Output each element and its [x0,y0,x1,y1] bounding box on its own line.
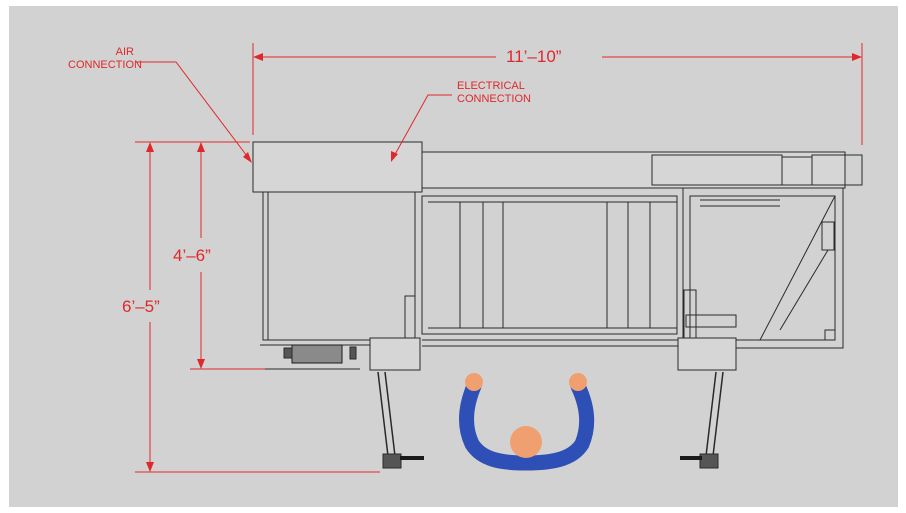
frame-diagonal [759,195,836,341]
right-control-box [677,337,737,371]
left-unit-housing [252,141,423,193]
left-control-box [369,337,421,371]
operator-head [510,426,542,458]
operator-arms [459,378,595,471]
inner-depth-label: 4’–6” [173,246,211,265]
drawing-background [9,6,898,507]
left-arm-handle [382,453,402,469]
right-hand [569,373,587,391]
electrical-connection-note: ELECTRICAL CONNECTION [457,80,531,106]
machine-outline [190,141,863,469]
right-frame [682,187,844,349]
overall-length-label: 11’–10” [506,47,562,66]
air-connection-line2: CONNECTION [68,59,142,71]
conveyor-top-rail [421,151,846,189]
conveyor-bed [421,195,678,335]
dimension-lines [135,43,863,473]
overall-depth-label: 6’–5” [122,297,160,316]
electrical-connection-line2: CONNECTION [457,93,531,105]
operator-figure [459,373,595,471]
motor [291,344,343,364]
electrical-connection-line1: ELECTRICAL [457,80,525,92]
air-connection-line1: AIR [115,46,134,58]
left-hand [465,373,483,391]
air-connection-note: AIR CONNECTION [68,46,142,72]
right-arm-handle [699,453,719,469]
left-unit-body [262,191,416,341]
